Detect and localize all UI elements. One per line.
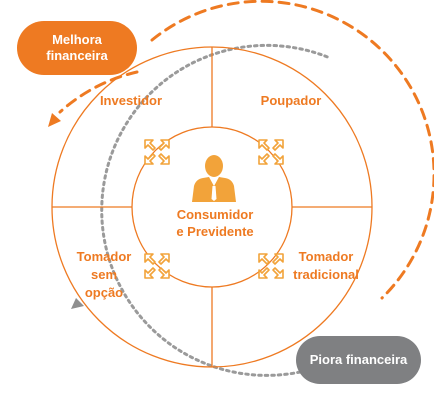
center-label: Consumidor e Previdente	[150, 206, 280, 240]
quadrant-line: sem	[90, 267, 118, 282]
better-finances-pill: Melhora financeira	[17, 21, 137, 75]
quadrant-line: tradicional	[293, 267, 359, 282]
quadrant-tomador-tradicional: Tomador tradicional	[280, 248, 372, 284]
improving-dashed-arc-left	[58, 70, 139, 114]
person-icon	[192, 155, 236, 202]
worse-finances-label: Piora financeira	[309, 352, 408, 367]
center-line1: Consumidor	[176, 207, 254, 222]
quadrant-line: Tomador	[298, 249, 354, 264]
quadrant-poupador: Poupador	[260, 93, 322, 108]
improving-dashed-arc	[150, 0, 434, 300]
center-line2: e Previdente	[176, 224, 254, 239]
worsening-arrowhead	[71, 298, 84, 309]
quadrant-line: opção	[84, 285, 124, 300]
quadrant-line: Tomador	[76, 249, 132, 264]
quadrant-investidor: Investidor	[99, 93, 163, 108]
better-finances-line1: Melhora	[52, 32, 102, 47]
improving-arrowhead	[48, 113, 61, 127]
quadrant-tomador-sem-opcao: Tomador sem opção	[62, 248, 146, 302]
better-finances-line2: financeira	[46, 48, 108, 63]
worse-finances-pill: Piora financeira	[296, 336, 421, 384]
